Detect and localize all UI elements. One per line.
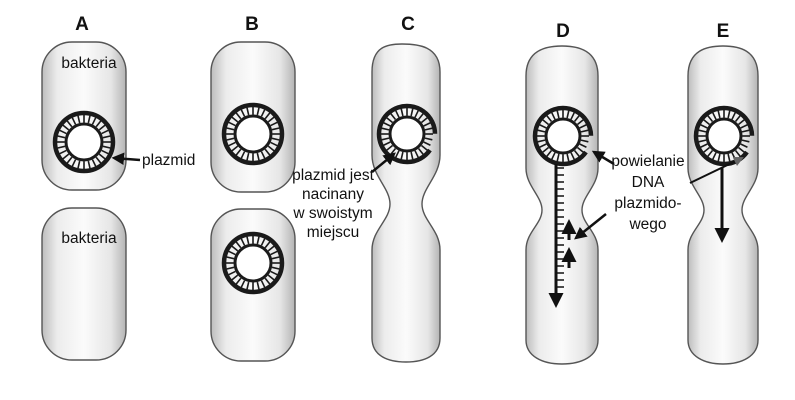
plasmid-pointer-arrow	[111, 152, 141, 165]
nick-site-arrow	[371, 152, 396, 173]
panel-a: A bakteria bakteria plazmid	[41, 14, 195, 361]
transferred-ssdna-strand	[554, 164, 564, 298]
nick-label-line1: plazmid jest	[292, 167, 375, 184]
panel-letter-e: E	[717, 21, 730, 42]
panel-b: B	[210, 14, 296, 362]
repl-label-line3: plazmido-	[614, 195, 681, 212]
panel-e: E	[687, 21, 759, 365]
panel-letter-d: D	[556, 21, 570, 42]
plasmid-ring-donor	[221, 102, 285, 166]
replication-pointer-arrow-2	[574, 213, 607, 240]
nick-label-line4: miejscu	[307, 224, 360, 241]
nick-label-line2: nacinany	[302, 186, 364, 203]
nick-label-line3: w swoistym	[292, 205, 372, 222]
repl-label-line2: DNA	[632, 174, 665, 191]
replication-label: powielanie DNA plazmido- wego	[611, 153, 684, 233]
panel-letter-b: B	[245, 14, 259, 35]
replication-pointer-arrow	[591, 150, 615, 166]
bacteria-label-top: bakteria	[61, 55, 117, 72]
plasmid-ring-recipient	[221, 231, 285, 295]
repl-label-line1: powielanie	[611, 153, 684, 170]
plasmid-ring-final	[693, 105, 755, 167]
panel-letter-c: C	[401, 14, 415, 35]
panel-c: C plazmid jest nacinany w swoistym miejs…	[292, 14, 441, 363]
plasmid-ring-replicating	[532, 105, 594, 167]
plasmid-ring-nicked	[376, 103, 438, 165]
plasmid-label: plazmid	[142, 152, 195, 169]
repl-label-line4: wego	[628, 216, 666, 233]
panel-letter-a: A	[75, 14, 89, 35]
panel-d: D	[525, 21, 615, 365]
plasmid-ring	[52, 110, 116, 174]
replication-pointer-arrow-e	[689, 156, 744, 184]
conjugating-cells-transfer	[525, 45, 599, 365]
bacterium-cell-bottom	[41, 207, 127, 361]
conjugating-cells	[371, 43, 441, 363]
bacteria-label-bottom: bakteria	[61, 230, 117, 247]
